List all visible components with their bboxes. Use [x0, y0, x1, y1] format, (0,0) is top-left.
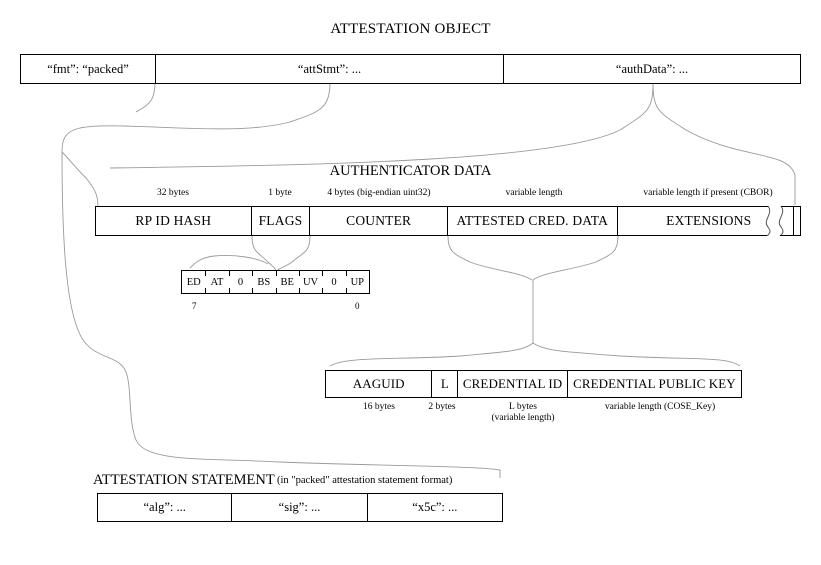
attestation-statement-title: ATTESTATION STATEMENT — [93, 472, 275, 488]
field-counter[interactable]: COUNTER — [310, 207, 448, 235]
flag-bit-up[interactable]: UP — [345, 271, 369, 293]
size-label-aaguid: 16 bytes — [363, 402, 395, 412]
authenticator-data-title: AUTHENTICATOR DATA — [329, 163, 492, 179]
field-attstmt[interactable]: “attStmt”: ... — [156, 55, 504, 83]
field-x5c[interactable]: “x5c”: ... — [412, 500, 458, 514]
flag-bit-ed[interactable]: ED — [186, 276, 201, 288]
field-authdata[interactable]: “authData”: ... — [615, 61, 689, 76]
flag-bit-at[interactable]: AT — [205, 271, 228, 293]
field-extensions[interactable]: EXTENSIONS — [666, 213, 752, 228]
size-label-attested-cred-data: variable length — [505, 188, 563, 198]
size-label-flags: 1 byte — [268, 188, 292, 198]
field-attested-cred-data[interactable]: ATTESTED CRED. DATA — [448, 207, 618, 235]
size-label-credential-public-key: variable length (COSE_Key) — [604, 402, 716, 412]
flag-bit-reserved-5[interactable]: 0 — [228, 271, 252, 293]
break-symbol-icon — [760, 206, 794, 236]
flag-bit-reserved-1[interactable]: 0 — [322, 271, 345, 293]
size-label-rp-id-hash: 32 bytes — [157, 188, 189, 198]
size-label-counter: 4 bytes (big-endian uint32) — [327, 188, 431, 198]
page-title: ATTESTATION OBJECT — [330, 21, 491, 37]
size-label-credential-id-secondary: (variable length) — [491, 413, 555, 423]
flag-bit-bs[interactable]: BS — [252, 271, 275, 293]
size-label-extensions: variable length if present (CBOR) — [643, 188, 773, 198]
field-fmt[interactable]: “fmt”: “packed” — [21, 55, 156, 83]
flag-bit-uv[interactable]: UV — [298, 271, 322, 293]
field-sig[interactable]: “sig”: ... — [232, 494, 368, 521]
field-credential-id[interactable]: CREDENTIAL ID — [458, 371, 568, 397]
flag-bit-be[interactable]: BE — [275, 271, 299, 293]
field-alg[interactable]: “alg”: ... — [98, 494, 233, 521]
bit-index-high: 7 — [192, 301, 197, 311]
attested-credential-data-row: AAGUID L CREDENTIAL ID CREDENTIAL PUBLIC… — [325, 370, 742, 398]
flags-byte-row: ED AT 0 BS BE UV 0 UP — [181, 270, 370, 294]
size-label-credential-id-length: 2 bytes — [428, 402, 456, 412]
field-credential-public-key[interactable]: CREDENTIAL PUBLIC KEY — [573, 376, 736, 391]
attestation-statement-row: “alg”: ... “sig”: ... “x5c”: ... — [97, 493, 503, 522]
attestation-statement-note: (in "packed" attestation statement forma… — [277, 475, 453, 486]
field-aaguid[interactable]: AAGUID — [326, 371, 433, 397]
authenticator-data-row: RP ID HASH FLAGS COUNTER ATTESTED CRED. … — [95, 206, 801, 236]
attestation-object-row: “fmt”: “packed” “attStmt”: ... “authData… — [20, 54, 801, 84]
bit-index-low: 0 — [355, 301, 360, 311]
field-flags[interactable]: FLAGS — [252, 207, 311, 235]
size-label-credential-id: L bytes — [509, 402, 537, 412]
field-credential-id-length[interactable]: L — [432, 371, 459, 397]
field-rp-id-hash[interactable]: RP ID HASH — [96, 207, 252, 235]
